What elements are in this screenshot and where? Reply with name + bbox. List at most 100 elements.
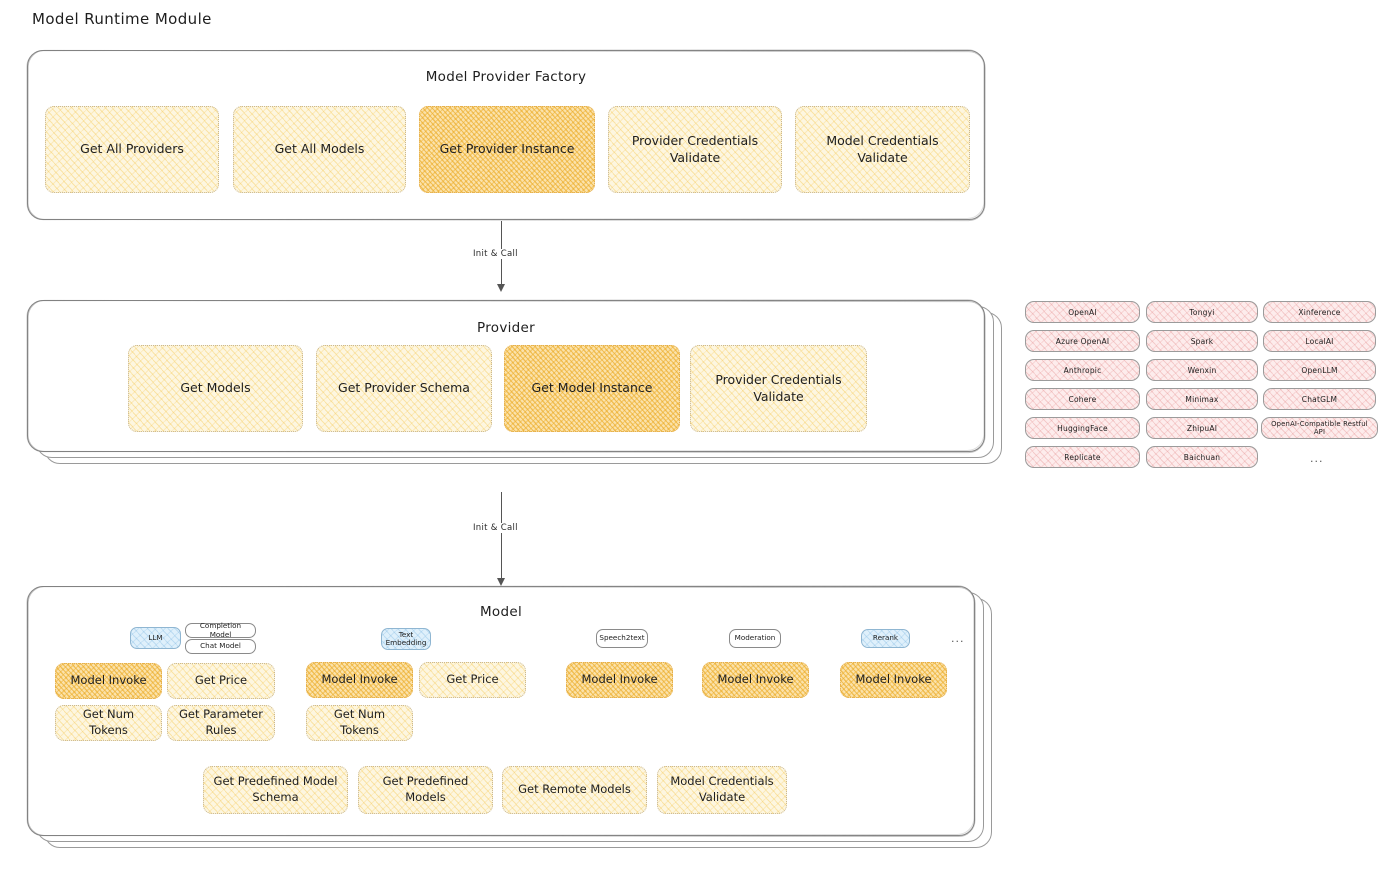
method-label: Get Price xyxy=(446,672,499,687)
provider-chip-spark[interactable]: Spark xyxy=(1146,330,1258,352)
factory-method-label: Provider Credentials Validate xyxy=(631,132,759,165)
method-label: Model Invoke xyxy=(855,672,932,687)
provider-chip-minimax[interactable]: Minimax xyxy=(1146,388,1258,410)
llm-method-get-num-tokens[interactable]: Get Num Tokens xyxy=(55,705,162,741)
method-label: Model Invoke xyxy=(581,672,658,687)
provider-list-more: ... xyxy=(1310,452,1324,465)
arrow-label: Init & Call xyxy=(470,249,521,259)
provider-chip-label: OpenAI xyxy=(1068,307,1097,317)
text-embedding-method-model-invoke[interactable]: Model Invoke xyxy=(306,662,413,698)
provider-chip-label: Tongyi xyxy=(1189,307,1215,317)
page-title: Model Runtime Module xyxy=(32,10,212,28)
method-label: Get Predefined Model Schema xyxy=(213,774,338,804)
arrow-label: Init & Call xyxy=(470,523,521,533)
rerank-method-model-invoke[interactable]: Model Invoke xyxy=(840,662,947,698)
provider-chip-replicate[interactable]: Replicate xyxy=(1025,446,1140,468)
provider-chip-label: Anthropic xyxy=(1063,365,1102,375)
provider-chip-label: Baichuan xyxy=(1183,452,1221,462)
provider-chip-azure-openai[interactable]: Azure OpenAI xyxy=(1025,330,1140,352)
arrow-provider-to-model: Init & Call xyxy=(470,492,521,587)
model-shared-method-get-remote-models[interactable]: Get Remote Models xyxy=(502,766,647,814)
provider-chip-cohere[interactable]: Cohere xyxy=(1025,388,1140,410)
factory-method-label: Get Provider Instance xyxy=(439,141,575,157)
provider-method-label: Provider Credentials Validate xyxy=(715,371,842,404)
model-type-badge-llm[interactable]: LLM xyxy=(130,627,181,649)
model-type-label: Text Embedding xyxy=(385,629,427,647)
provider-chip-localai[interactable]: LocalAI xyxy=(1263,330,1376,352)
text-embedding-method-get-num-tokens[interactable]: Get Num Tokens xyxy=(306,705,413,741)
provider-chip-zhipuai[interactable]: ZhipuAI xyxy=(1146,417,1258,439)
method-label: Get Num Tokens xyxy=(333,707,386,737)
provider-method-label: Get Provider Schema xyxy=(338,380,470,396)
provider-chip-label: Azure OpenAI xyxy=(1055,336,1110,346)
model-type-badge-rerank[interactable]: Rerank xyxy=(861,629,910,648)
model-subtype-badge-completion-model[interactable]: Completion Model xyxy=(185,622,256,638)
provider-chip-label: Xinference xyxy=(1298,307,1341,317)
provider-chip-label: Spark xyxy=(1190,336,1214,346)
method-label: Get Parameter Rules xyxy=(179,707,263,737)
provider-title: Provider xyxy=(477,320,535,336)
arrow-stem xyxy=(501,492,503,579)
factory-method-get-provider-instance[interactable]: Get Provider Instance xyxy=(419,106,595,193)
model-type-label: LLM xyxy=(148,632,163,642)
method-label: Get Price xyxy=(194,673,248,688)
factory-method-get-all-providers[interactable]: Get All Providers xyxy=(45,106,219,193)
factory-method-provider-credentials-validate[interactable]: Provider Credentials Validate xyxy=(608,106,782,193)
arrow-factory-to-provider: Init & Call xyxy=(470,221,521,293)
provider-method-get-provider-schema[interactable]: Get Provider Schema xyxy=(316,345,492,432)
provider-chip-label: HuggingFace xyxy=(1057,423,1108,433)
factory-method-model-credentials-validate[interactable]: Model Credentials Validate xyxy=(795,106,970,193)
moderation-method-model-invoke[interactable]: Model Invoke xyxy=(702,662,809,698)
provider-chip-label: Wenxin xyxy=(1187,365,1217,375)
model-type-label: Rerank xyxy=(872,633,899,643)
text-embedding-method-get-price[interactable]: Get Price xyxy=(419,662,526,698)
model-type-label: Speech2text xyxy=(599,633,645,643)
llm-method-get-price[interactable]: Get Price xyxy=(167,663,275,699)
speech2text-method-model-invoke[interactable]: Model Invoke xyxy=(566,662,673,698)
provider-chip-label: Replicate xyxy=(1064,452,1101,462)
model-subtype-label: Chat Model xyxy=(200,641,241,651)
model-type-label: Moderation xyxy=(734,633,776,643)
model-type-badge-moderation[interactable]: Moderation xyxy=(729,629,781,648)
arrow-head xyxy=(497,578,506,586)
provider-chip-label: Minimax xyxy=(1185,394,1219,404)
provider-method-label: Get Model Instance xyxy=(531,380,653,396)
method-label: Get Remote Models xyxy=(518,782,631,797)
llm-method-model-invoke[interactable]: Model Invoke xyxy=(55,663,162,699)
method-label: Model Invoke xyxy=(70,673,147,688)
model-subtype-badge-chat-model[interactable]: Chat Model xyxy=(185,639,256,654)
model-types-more: ... xyxy=(951,632,965,645)
provider-chip-label: Cohere xyxy=(1068,394,1097,404)
provider-chip-label: OpenAI-Compatible Restful API xyxy=(1271,419,1368,436)
method-label: Model Invoke xyxy=(717,672,794,687)
model-shared-method-model-credentials-validate[interactable]: Model Credentials Validate xyxy=(657,766,787,814)
provider-chip-openllm[interactable]: OpenLLM xyxy=(1263,359,1376,381)
provider-chip-openai-compatible-restful-api[interactable]: OpenAI-Compatible Restful API xyxy=(1261,417,1378,439)
model-shared-method-get-predefined-models[interactable]: Get Predefined Models xyxy=(358,766,493,814)
factory-method-label: Get All Providers xyxy=(80,141,184,157)
model-type-badge-speech2text[interactable]: Speech2text xyxy=(596,629,648,648)
provider-chip-openai[interactable]: OpenAI xyxy=(1025,301,1140,323)
model-type-badge-text-embedding[interactable]: Text Embedding xyxy=(381,628,431,650)
provider-chip-baichuan[interactable]: Baichuan xyxy=(1146,446,1258,468)
provider-method-label: Get Models xyxy=(180,380,251,396)
factory-method-label: Get All Models xyxy=(274,141,365,157)
provider-chip-wenxin[interactable]: Wenxin xyxy=(1146,359,1258,381)
model-provider-factory-title: Model Provider Factory xyxy=(425,69,587,85)
model-shared-method-get-predefined-model-schema[interactable]: Get Predefined Model Schema xyxy=(203,766,348,814)
provider-method-get-model-instance[interactable]: Get Model Instance xyxy=(504,345,680,432)
llm-method-get-parameter-rules[interactable]: Get Parameter Rules xyxy=(167,705,275,741)
provider-chip-label: ChatGLM xyxy=(1301,394,1338,404)
provider-chip-label: ZhipuAI xyxy=(1186,423,1218,433)
provider-chip-xinference[interactable]: Xinference xyxy=(1263,301,1376,323)
provider-chip-tongyi[interactable]: Tongyi xyxy=(1146,301,1258,323)
method-label: Get Predefined Models xyxy=(382,774,469,804)
provider-method-get-models[interactable]: Get Models xyxy=(128,345,303,432)
factory-method-get-all-models[interactable]: Get All Models xyxy=(233,106,406,193)
method-label: Model Credentials Validate xyxy=(670,774,774,804)
provider-chip-chatglm[interactable]: ChatGLM xyxy=(1263,388,1376,410)
provider-method-provider-credentials-validate[interactable]: Provider Credentials Validate xyxy=(690,345,867,432)
provider-chip-anthropic[interactable]: Anthropic xyxy=(1025,359,1140,381)
provider-chip-huggingface[interactable]: HuggingFace xyxy=(1025,417,1140,439)
